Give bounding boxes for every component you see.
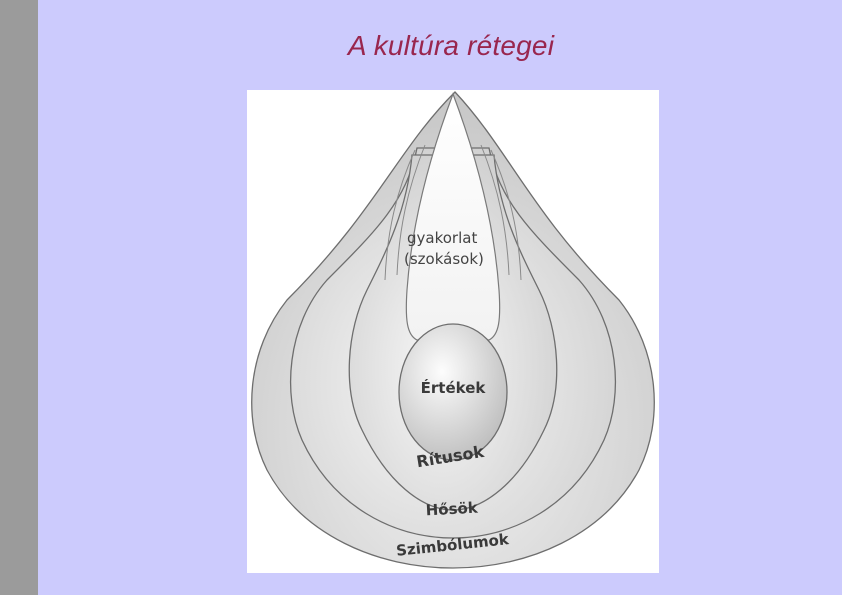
practice-label-line1: gyakorlat [407, 229, 477, 247]
petal-line-left-1 [384, 149, 416, 281]
slide-title: A kultúra rétegei [347, 30, 555, 61]
practice-label-line2: (szokások) [404, 250, 484, 268]
petal-line-left-2 [396, 144, 426, 276]
culture-layers-diagram: gyakorlat (szokások) Értékek Rítusok Hős… [247, 90, 659, 573]
petal-line-right-2 [480, 144, 510, 276]
onion-diagram-svg: gyakorlat (szokások) Értékek Rítusok Hős… [251, 91, 655, 569]
layer-values-core [398, 323, 508, 461]
petal-line-right-1 [490, 149, 522, 281]
core-label: Értékek [421, 378, 487, 397]
left-sidebar-strip [0, 0, 38, 595]
third-layer-label: Hősök [425, 499, 479, 520]
